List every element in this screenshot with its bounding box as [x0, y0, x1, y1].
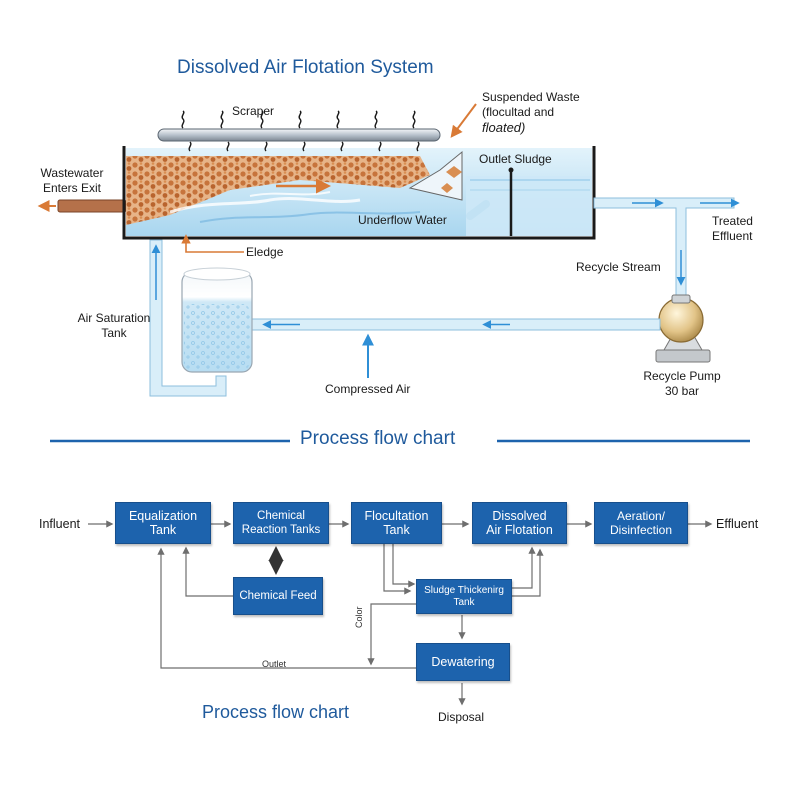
treated-effluent-label-line2: Effluent	[712, 229, 753, 243]
dissolved-air-flotation-box[interactable]: Dissolved Air Flotation	[472, 502, 567, 544]
recycle-pipe	[247, 318, 661, 331]
wastewater-label-line1: Wastewater	[40, 166, 104, 180]
underflow-water-label: Underflow Water	[358, 213, 447, 227]
influent-label: Influent	[39, 517, 81, 531]
diagram-title: Dissolved Air Flotation System	[177, 57, 434, 78]
wastewater-label-line2: Enters Exit	[42, 181, 102, 195]
scraper-bar	[157, 128, 441, 142]
suspended-waste-label-line1: Suspended Waste	[482, 90, 580, 104]
disposal-label: Disposal	[438, 710, 485, 724]
flocultation-tank-box[interactable]: Flocultation Tank	[351, 502, 442, 544]
aeration-disinfection-box[interactable]: Aeration/ Disinfection	[594, 502, 688, 544]
scraper-hooks	[181, 110, 420, 152]
recycle-pump-label-line2: 30 bar	[664, 384, 700, 398]
compressed-air-label: Compressed Air	[325, 382, 411, 396]
sludge-thickening-tank-box[interactable]: Sludge Thickenirg Tank	[416, 579, 512, 614]
color-label: Color	[354, 606, 364, 628]
eledge-label: Eledge	[246, 245, 284, 259]
effluent-pipe	[593, 197, 735, 297]
air-saturation-label-line1: Air Saturation	[77, 311, 151, 325]
treated-effluent-label-line1: Treated	[712, 214, 753, 228]
effluent-label: Effluent	[716, 517, 759, 531]
scraper-label: Scraper	[232, 104, 275, 118]
outlet-sludge-label: Outlet Sludge	[479, 152, 552, 166]
eledge-pointer	[181, 234, 244, 253]
chemical-reaction-tanks-box[interactable]: Chemical Reaction Tanks	[233, 502, 329, 544]
inlet-pipe	[57, 199, 127, 213]
recycle-pump	[658, 297, 704, 343]
suspended-waste-label-line2: (flocultad and	[482, 105, 555, 119]
recycle-pump-label-line1: Recycle Pump	[643, 369, 721, 383]
suspended-waste-label-line3: floated)	[482, 120, 526, 135]
pump-base	[655, 349, 711, 363]
saturation-pipe	[149, 239, 227, 397]
tank-wall	[122, 146, 596, 240]
air-saturation-label-line2: Tank	[101, 326, 127, 340]
equalization-tank-box[interactable]: Equalization Tank	[115, 502, 211, 544]
chemical-feed-box[interactable]: Chemical Feed	[233, 577, 323, 615]
process-flow-heading: Process flow chart	[300, 428, 456, 449]
recycle-stream-label: Recycle Stream	[576, 260, 661, 274]
process-flow-footer-heading: Process flow chart	[202, 702, 350, 722]
dewatering-box[interactable]: Dewatering	[416, 643, 510, 681]
floc-blanket	[126, 156, 430, 225]
outlet-label: Outlet	[262, 659, 287, 669]
suspended-waste-pointer	[450, 103, 477, 138]
